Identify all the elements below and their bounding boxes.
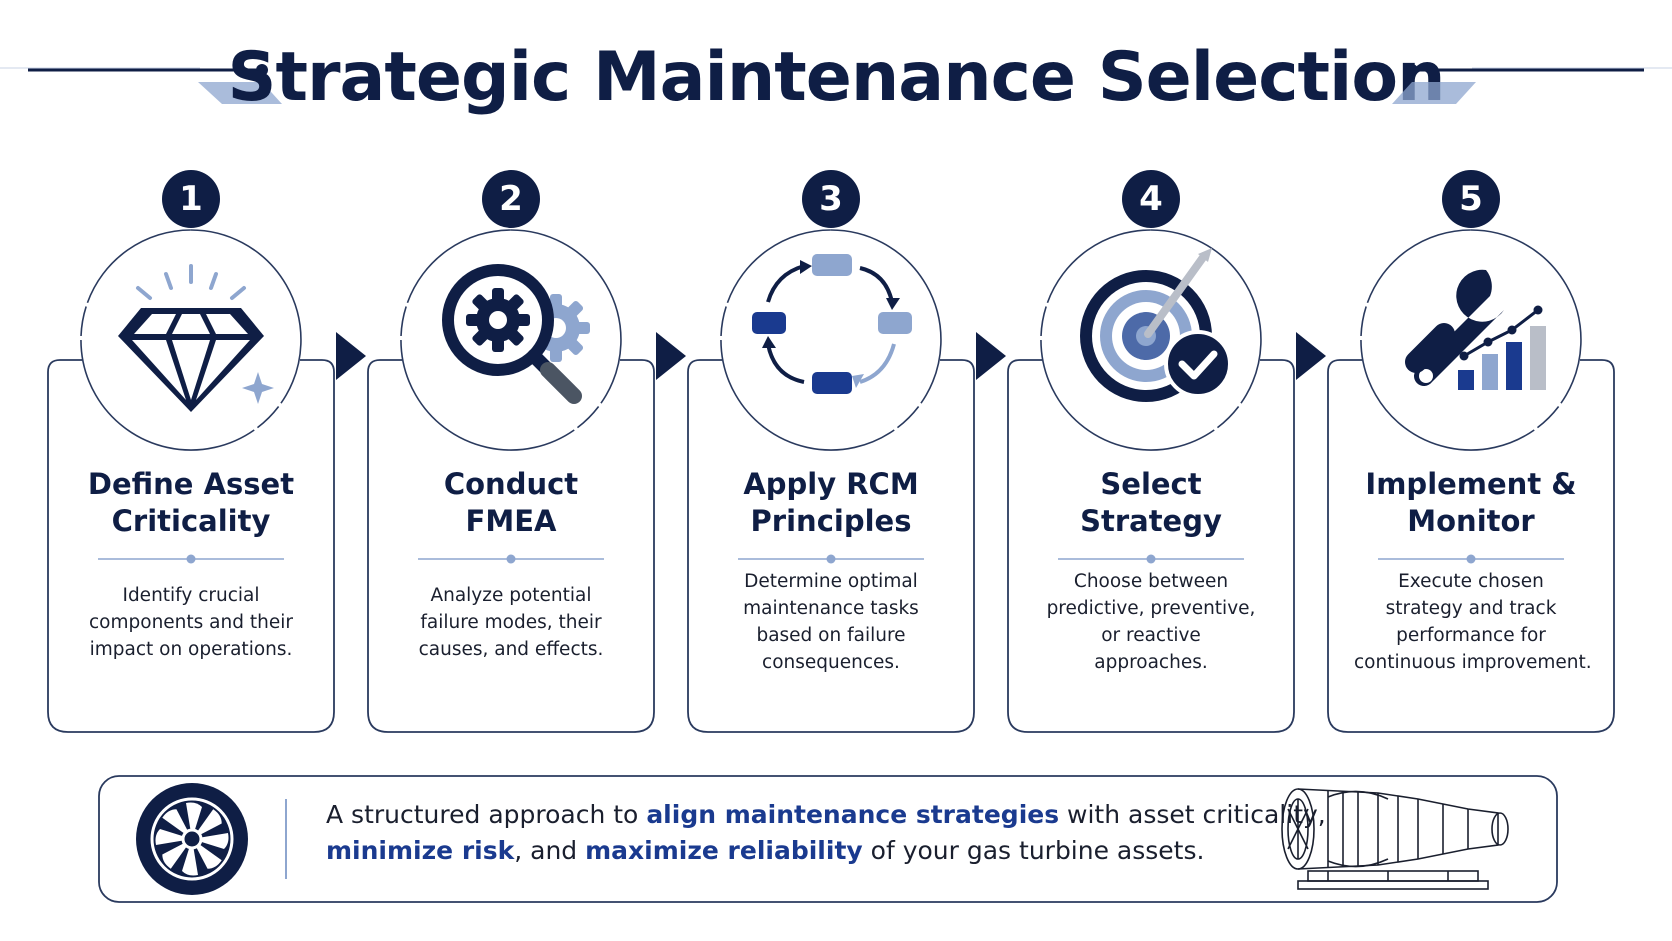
step-title-line: Strategy: [1080, 504, 1222, 538]
step-desc-line: or reactive: [1101, 625, 1201, 646]
step-card-3: 3 Apply RCM Principles Determine optimal…: [686, 170, 986, 738]
step-desc-line: causes, and effects.: [418, 639, 604, 660]
summary-line-2: minimize risk, and maximize reliability …: [326, 833, 1256, 869]
step-title: Define Asset Criticality: [66, 466, 316, 540]
arrow-right-icon: [336, 332, 366, 380]
summary-text-plain: of your gas turbine assets.: [862, 836, 1205, 865]
diamond-icon: [118, 264, 274, 412]
step-title: Apply RCM Principles: [706, 466, 956, 540]
step-desc-line: based on failure: [756, 625, 906, 646]
summary-text-plain: A structured approach to: [326, 800, 647, 829]
step-desc-line: Analyze potential: [430, 585, 592, 606]
gas-turbine-illustration: [1281, 788, 1509, 890]
step-title-line: FMEA: [465, 504, 557, 538]
turbine-fan-icon: [136, 783, 248, 895]
step-description: Determine optimal maintenance tasks base…: [714, 568, 948, 676]
step-divider: [1378, 554, 1564, 564]
cycle-icon: [752, 254, 912, 394]
step-number-badge: 1: [162, 170, 220, 228]
step-number-badge: 2: [482, 170, 540, 228]
step-title-line: Apply RCM: [743, 467, 919, 501]
step-number-badge: 4: [1122, 170, 1180, 228]
title-decoration-right: [1392, 64, 1672, 104]
target-check-icon: [1080, 248, 1232, 402]
step-divider: [738, 554, 924, 564]
step-desc-line: components and their: [89, 612, 293, 633]
step-title-line: Principles: [750, 504, 912, 538]
summary-highlight: minimize risk: [326, 836, 515, 865]
step-card-4: 4 Select Strategy Choose between predict…: [1006, 170, 1306, 738]
step-title-line: Conduct: [443, 467, 579, 501]
step-desc-line: predictive, preventive,: [1046, 598, 1256, 619]
step-description: Execute chosen strategy and track perfor…: [1354, 568, 1592, 676]
step-desc-line: approaches.: [1094, 652, 1208, 673]
step-title: Select Strategy: [1026, 466, 1276, 540]
summary-line-1: A structured approach to align maintenan…: [326, 797, 1326, 833]
step-desc-line: impact on operations.: [89, 639, 293, 660]
step-desc-line: Execute chosen: [1398, 571, 1544, 592]
step-divider: [1058, 554, 1244, 564]
step-description: Identify crucial components and their im…: [74, 582, 308, 663]
arrow-right-icon: [1296, 332, 1326, 380]
step-desc-line: maintenance tasks: [743, 598, 919, 619]
step-description: Choose between predictive, preventive, o…: [1034, 568, 1268, 676]
step-card-1: 1 Define Asset Criticality Identify cruc…: [46, 170, 346, 738]
summary-highlight: maximize reliability: [585, 836, 863, 865]
step-divider: [418, 554, 604, 564]
summary-text: A structured approach to align maintenan…: [326, 797, 1326, 869]
step-desc-line: Identify crucial: [122, 585, 260, 606]
arrow-right-icon: [976, 332, 1006, 380]
step-card-5: 5 Implement & Monitor Execute chosen: [1326, 170, 1626, 738]
summary-highlight: align maintenance strategies: [646, 800, 1060, 829]
arrow-right-icon: [656, 332, 686, 380]
step-title-line: Select: [1100, 467, 1202, 501]
summary-banner: A structured approach to align maintenan…: [98, 775, 1558, 903]
summary-text-plain: , and: [514, 836, 586, 865]
step-number-badge: 5: [1442, 170, 1500, 228]
title-decoration-left: [0, 64, 282, 104]
step-title-line: Criticality: [111, 504, 271, 538]
step-title-line: Define Asset: [87, 467, 295, 501]
step-desc-line: performance for: [1396, 625, 1546, 646]
magnifier-gear-icon: [442, 264, 590, 404]
step-desc-line: Choose between: [1073, 571, 1229, 592]
step-description: Analyze potential failure modes, their c…: [394, 582, 628, 663]
step-desc-line: consequences.: [762, 652, 900, 673]
step-divider: [98, 554, 284, 564]
page-title: Strategic Maintenance Selection: [227, 38, 1446, 117]
step-title-line: Monitor: [1407, 504, 1535, 538]
step-desc-line: Determine optimal: [744, 571, 918, 592]
step-number-badge: 3: [802, 170, 860, 228]
title-row: Strategic Maintenance Selection: [0, 28, 1672, 138]
step-title: Implement & Monitor: [1346, 466, 1596, 540]
step-desc-line: failure modes, their: [420, 612, 602, 633]
step-title-line: Implement &: [1365, 467, 1577, 501]
step-desc-line: strategy and track: [1385, 598, 1557, 619]
step-title: Conduct FMEA: [386, 466, 636, 540]
step-card-2: 2 Conduct FMEA: [366, 170, 666, 738]
summary-banner-frame: [98, 775, 1558, 903]
step-desc-line: continuous improvement.: [1354, 652, 1592, 673]
wrench-chart-icon: [1405, 264, 1546, 390]
